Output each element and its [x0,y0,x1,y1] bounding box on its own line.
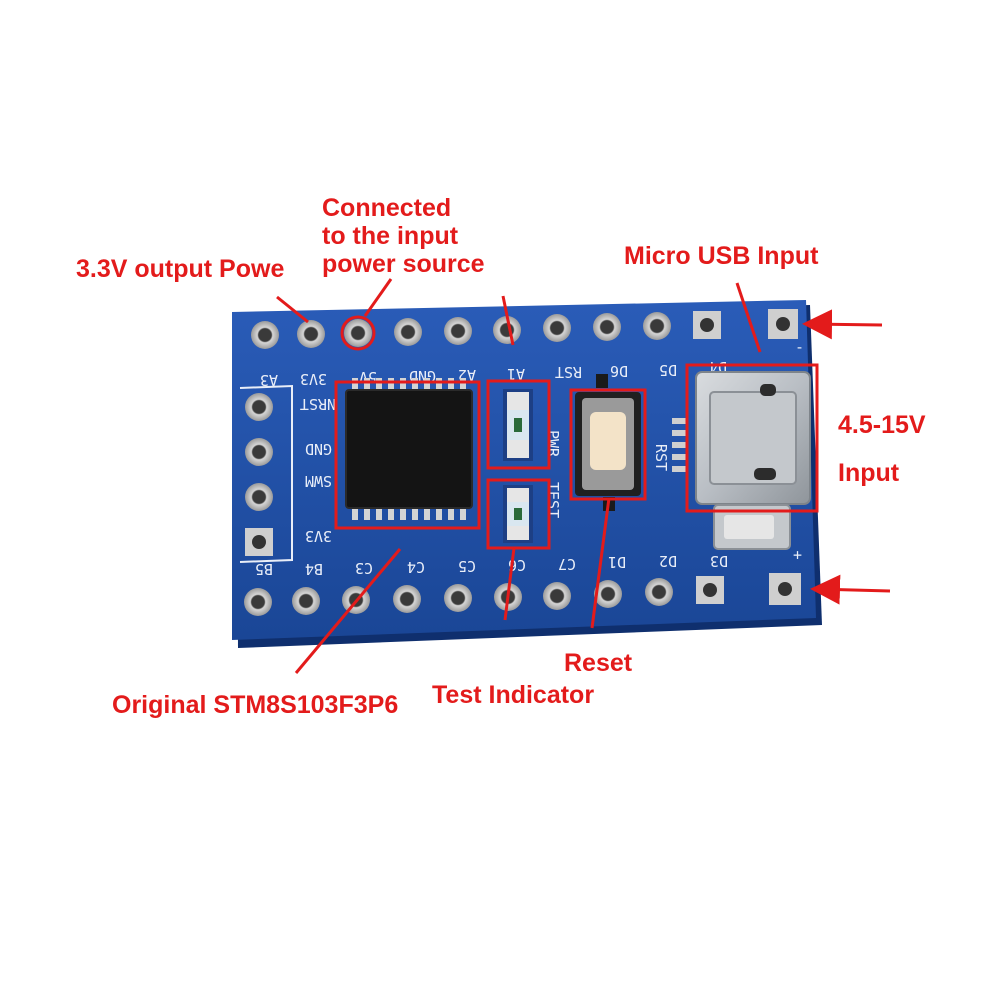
pin-pad [543,314,571,342]
silk-label: B4 [305,560,323,578]
callout-connected-line1: Connected [322,194,452,222]
pin-pad [245,438,273,466]
pin-pad [244,588,272,616]
annotation-boxes [334,315,819,550]
silk-label: D5 [659,361,677,379]
pwr-led [503,389,533,461]
pin-pad [251,321,279,349]
silk-label: B5 [255,560,273,578]
silk-label: C5 [458,557,476,575]
silk-label: RST [555,363,582,381]
silk-label: A3 [260,371,278,389]
silkscreen-left-labels: NRST GND SWM 3V3 [300,395,336,545]
test-led [503,485,533,543]
swim-header [239,384,293,563]
callout-micro-usb: Micro USB Input [624,242,819,270]
pin-hole [252,535,266,549]
arrow-plus-input [810,574,891,605]
silk-test: TEST [544,482,562,518]
silk-label: GND [305,440,332,458]
pin-pad [594,580,622,608]
silkscreen-outline [239,384,293,563]
pin-pad [394,318,422,346]
silk-label: C7 [558,555,576,573]
pin-pad [543,582,571,610]
pin-pad [444,317,472,345]
pin-pad [593,313,621,341]
pin-pad [245,393,273,421]
reset-button [575,374,641,511]
silk-rst: RST [652,444,670,471]
5v-pin-highlight-circle [340,315,376,351]
callout-input: Input [838,459,900,487]
pointer-5v [363,278,393,317]
pin-pad [344,319,372,347]
silk-label: A1 [507,365,525,383]
micro-usb-connector [695,371,811,550]
silk-pwr: PWR [544,430,562,458]
arrow-minus-input [802,309,883,340]
pin-pad [297,320,325,348]
pin-hole [703,583,717,597]
pointer-3v3 [276,295,309,324]
pin-pad [645,578,673,606]
pointer-reset [590,497,611,629]
annotation-pointers [276,278,762,674]
usb-passives [672,418,686,472]
silk-label: C3 [355,559,373,577]
callout-reset: Reset [564,649,633,677]
stm8-chip [345,378,473,520]
pin-pad [393,585,421,613]
silk-plus: + [793,546,802,564]
silk-label: D6 [610,362,628,380]
silk-label: 3V3 [300,370,327,388]
silk-label: 3V3 [305,527,332,545]
pin-pad [493,316,521,344]
pointer-usb [735,282,762,353]
pin-hole [700,318,714,332]
silk-label: NRST [300,395,336,413]
pin-pad [444,584,472,612]
callout-test-indicator: Test Indicator [432,681,595,709]
callout-connected-line3: power source [322,250,485,278]
callout-stm8: Original STM8S103F3P6 [112,691,399,719]
bottom-pin-header [244,573,801,616]
test-led-highlight-box [486,478,551,550]
usb-highlight-box [685,363,819,513]
pin-hole [778,582,792,596]
silk-label: D3 [710,552,728,570]
pin-pad [245,483,273,511]
callout-voltage: 4.5-15V [838,411,926,439]
pwr-led-highlight-box [486,379,551,470]
chip-highlight-box [334,380,481,530]
silk-label: C4 [407,558,425,576]
pin-pad [292,587,320,615]
pointer-chip [294,548,402,674]
silk-label: SWM [305,472,332,490]
silk-label: D1 [608,553,626,571]
pointer-pwr-led [501,295,515,346]
pointer-test-led [503,547,516,621]
chip-body [346,390,472,508]
silk-minus: - [795,338,804,356]
top-pin-header [251,309,798,349]
callout-connected-line2: to the input [322,222,459,250]
pin-hole [776,317,790,331]
silk-label: D2 [659,552,677,570]
pin-pad [643,312,671,340]
callout-3v3-output: 3.3V output Powe [76,255,285,283]
